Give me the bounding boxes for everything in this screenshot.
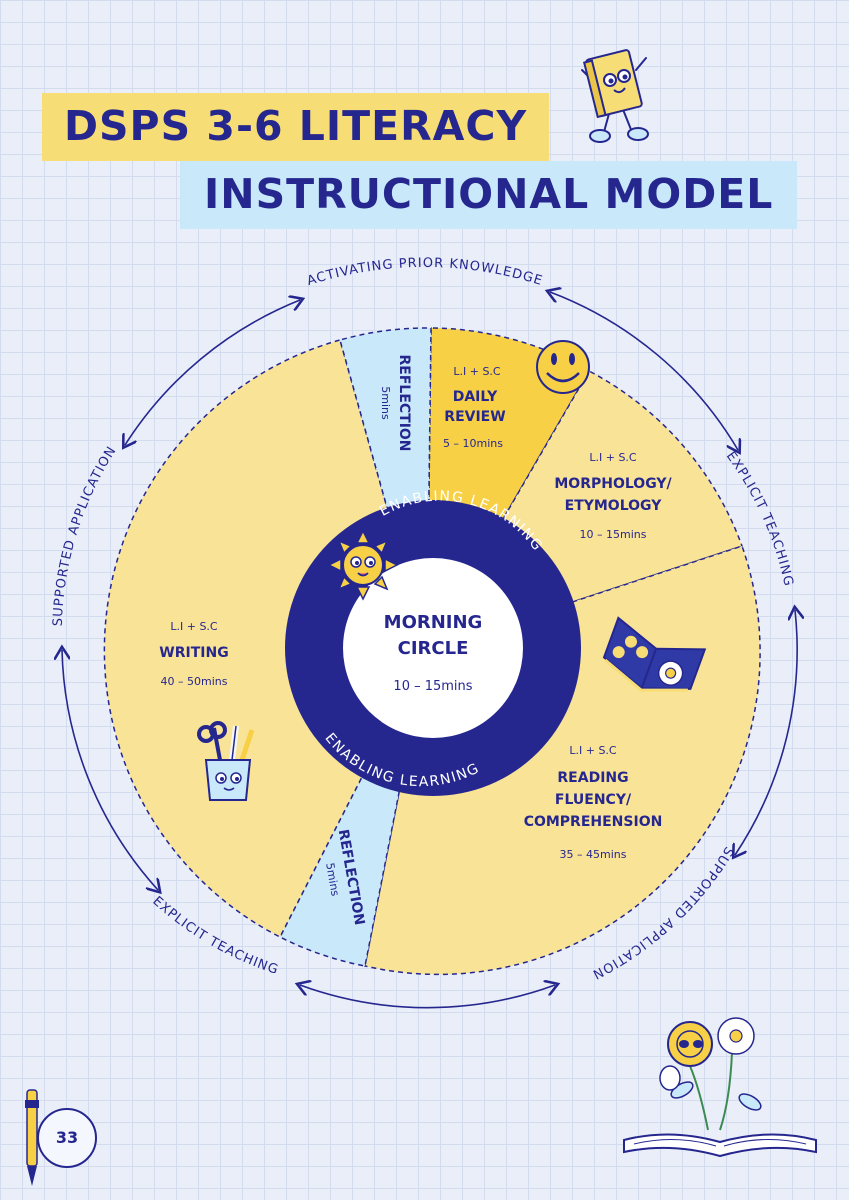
segment-writing [103,339,428,939]
reflection-bottom-time: 5mins [323,862,342,897]
morphology-tag: L.I + S.C [589,451,637,464]
smiley-icon [536,340,590,394]
writing-time: 40 – 50mins [161,675,228,688]
cycle-arrow [550,292,738,450]
daily-review-title-1: DAILY [453,389,498,405]
writing-tag: L.I + S.C [170,620,218,633]
title-area: DSPS 3-6 LITERACY INSTRUCTIONAL MODEL [0,0,849,240]
title-line-1: DSPS 3-6 LITERACY [42,93,550,161]
title-line-2: INSTRUCTIONAL MODEL [180,161,798,229]
morphology-time: 10 – 15mins [580,528,647,541]
open-book-icon [602,616,707,692]
cycle-arrow [735,610,797,855]
cycle-arrow [62,650,158,890]
daily-review-title-2: REVIEW [444,409,505,425]
morphology-title-1: MORPHOLOGY/ [554,476,672,492]
daily-review-time: 5 – 10mins [443,437,503,450]
flower-book-icon [623,1017,817,1158]
center-circle [343,558,523,738]
school-logo-number: 33 [55,1128,79,1147]
school-logo: 33 [37,1108,97,1168]
book-mascot-icon [581,49,649,143]
pen-icon [25,1089,39,1186]
morphology-title-2: ETYMOLOGY [565,498,663,514]
cycle-arrow [125,300,300,445]
reflection-top-time: 5mins [379,386,392,420]
reading-title-2: FLUENCY/ [555,792,632,808]
sun-icon [327,529,399,601]
reading-title-1: READING [557,770,628,786]
reading-tag: L.I + S.C [569,744,617,757]
writing-title: WRITING [159,645,228,661]
pencil-cup-icon [197,721,255,801]
cycle-arrow [300,985,555,1009]
daily-review-tag: L.I + S.C [453,365,501,378]
reading-title-3: COMPREHENSION [524,814,663,830]
center-time: 10 – 15mins [393,679,472,694]
label-activating-prior-knowledge: ACTIVATING PRIOR KNOWLEDGE [305,256,544,289]
center-title-1: MORNING [384,612,483,633]
reflection-top-title: REFLECTION [396,354,412,451]
reading-time: 35 – 45mins [560,848,627,861]
center-title-2: CIRCLE [398,638,469,659]
